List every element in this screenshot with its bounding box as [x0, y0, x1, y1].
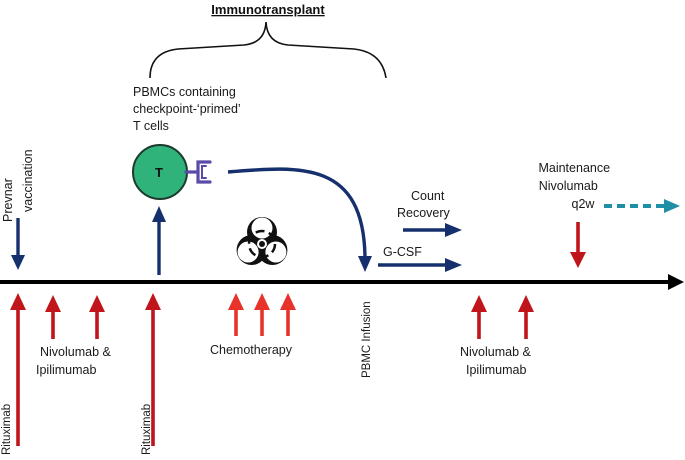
nivo-ipi-arrow-2: [89, 295, 105, 339]
rituximab-label-1: Rituximab: [1, 404, 13, 455]
maintenance-label: Maintenance Nivolumab q2w: [538, 161, 613, 211]
rituximab-arrow-1: [10, 293, 26, 446]
nivo-ipi-arrow-3: [471, 295, 487, 339]
nivo-ipi-arrow-4: [518, 295, 534, 339]
nivolumab-ipilimumab-label-left: Nivolumab & Ipilimumab: [36, 345, 114, 377]
count-recovery-label: Count Recovery: [397, 189, 451, 220]
t-cell-label: T: [155, 165, 163, 180]
nivo-ipi-arrow-1: [45, 295, 61, 339]
pbmc-description: PBMCs containing checkpoint-‘primed’ T c…: [133, 85, 244, 133]
gcsf-label: G-CSF: [383, 245, 422, 259]
chemotherapy-label: Chemotherapy: [210, 343, 293, 357]
diagram-title: Immunotransplant: [211, 2, 325, 17]
prevnar-vaccination-label: Prevnar vaccination: [1, 149, 35, 222]
nivolumab-ipilimumab-label-right: Nivolumab & Ipilimumab: [460, 345, 534, 377]
checkpoint-receptor-icon: [184, 160, 212, 184]
pbmc-infusion-arrow: [227, 167, 367, 259]
biohazard-icon: [236, 217, 288, 265]
pbmc-infusion-label: PBMC Infusion: [361, 301, 373, 378]
immunotransplant-brace: [149, 21, 387, 79]
chemotherapy-arrow-3: [280, 293, 296, 336]
rituximab-label-2: Rituximab: [141, 404, 153, 455]
chemotherapy-arrow-2: [254, 293, 270, 336]
rituximab-arrow-2: [145, 293, 161, 446]
chemotherapy-arrow-1: [228, 293, 244, 336]
